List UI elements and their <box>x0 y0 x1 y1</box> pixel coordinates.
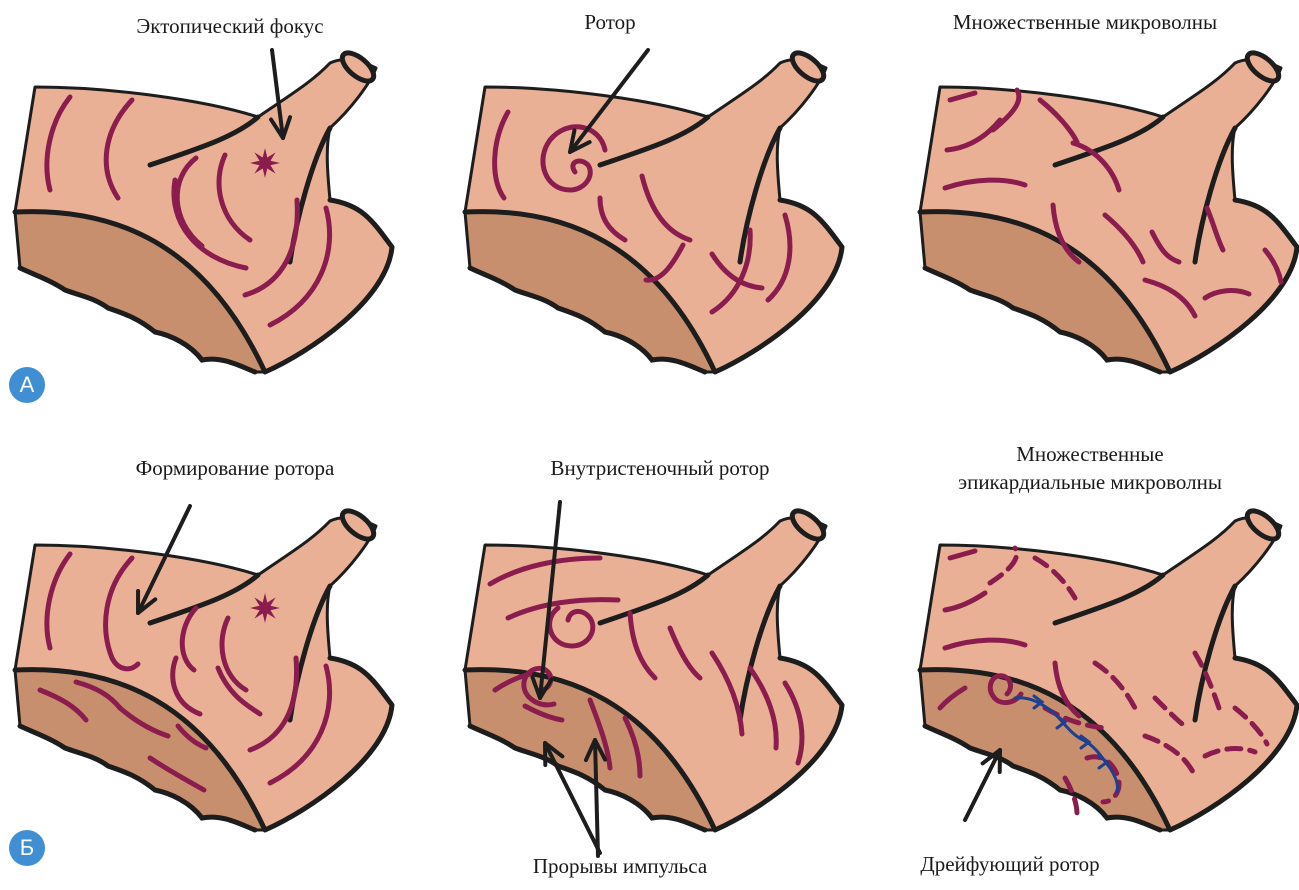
panel-b-badge: Б <box>9 830 45 866</box>
label-multiple-epicardial-line2: эпикардиальные микроволны <box>900 470 1280 495</box>
label-ectopic-focus: Эктопический фокус <box>80 14 380 39</box>
tile-intramural-rotor <box>465 502 842 856</box>
label-drifting-rotor: Дрейфующий ротор <box>880 852 1140 877</box>
tile-multiple-microwaves <box>920 48 1297 372</box>
label-multiple-microwaves: Множественные микроволны <box>900 10 1270 35</box>
ectopic-focus-star-icon <box>250 148 280 178</box>
tile-rotor <box>465 48 842 372</box>
label-multiple-epicardial-line1: Множественные <box>900 442 1280 467</box>
tile-epicardial-microwaves <box>920 506 1297 830</box>
tile-ectopic-focus <box>15 48 392 372</box>
tile-rotor-formation <box>15 506 392 830</box>
atrium-tissue-block <box>465 506 842 830</box>
panel-a-badge: А <box>9 367 45 403</box>
atrium-tissue-block <box>920 48 1297 372</box>
label-rotor-formation: Формирование ротора <box>100 456 370 481</box>
ectopic-focus-star-icon <box>250 593 280 623</box>
pointer-arrow-shaft <box>965 750 1000 820</box>
label-rotor: Ротор <box>560 10 660 35</box>
atrium-tissue-block <box>920 506 1297 830</box>
label-intramural-rotor: Внутристеночный ротор <box>510 456 810 481</box>
label-impulse-breakthroughs: Прорывы импульса <box>480 854 760 879</box>
